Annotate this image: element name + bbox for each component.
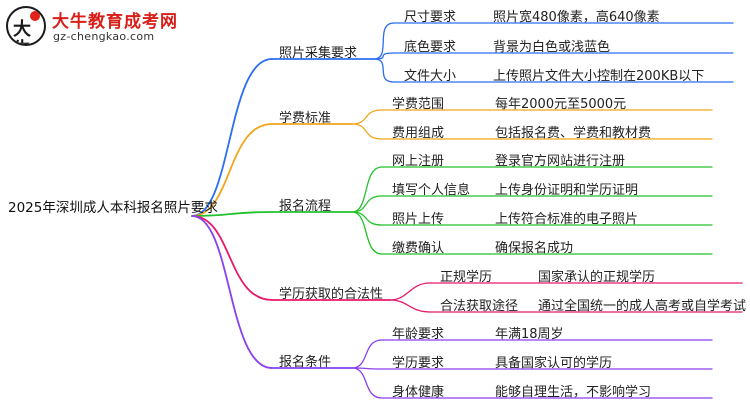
logo-badge-icon: 大牛: [6, 6, 46, 46]
child-label-4-2: 合法获取途径: [440, 299, 519, 314]
child-detail-1-1: 照片宽480像素，高640像素: [493, 10, 660, 25]
branch-connector-5: [191, 215, 273, 369]
child-connector-1-3: [373, 58, 395, 83]
child-label-3-4: 缴费确认: [392, 241, 445, 256]
branch-connector-3: [191, 211, 273, 217]
child-label-3-2: 填写个人信息: [392, 183, 471, 198]
child-connector-3-4: [351, 211, 383, 255]
site-logo: 大牛 大牛教育成考网 gz-chengkao.com: [6, 6, 196, 50]
child-label-1-2: 底色要求: [404, 40, 457, 55]
child-connector-3-1: [351, 166, 383, 213]
child-connector-1-1: [373, 22, 395, 60]
child-connector-3-3: [351, 211, 383, 226]
branch-label-5: 报名条件: [279, 355, 332, 370]
child-detail-2-1: 每年2000元至5000元: [495, 97, 627, 112]
branch-label-4: 学历获取的合法性: [279, 287, 384, 302]
child-label-1-3: 文件大小: [404, 69, 457, 84]
child-detail-3-4: 确保报名成功: [495, 241, 574, 256]
child-connector-4-1: [389, 282, 431, 301]
logo-title: 大牛教育成考网: [52, 12, 178, 32]
child-detail-2-2: 包括报名费、学费和教材费: [495, 126, 652, 141]
root-topic: 2025年深圳成人本科报名照片要求: [8, 200, 218, 216]
child-label-3-3: 照片上传: [392, 212, 445, 227]
child-label-5-1: 年龄要求: [392, 327, 445, 342]
child-connector-3-2: [351, 195, 383, 213]
logo-red-dot: [30, 11, 40, 21]
child-detail-3-2: 上传身份证明和学历证明: [495, 183, 639, 198]
child-detail-4-1: 国家承认的正规学历: [538, 270, 656, 285]
child-label-2-2: 费用组成: [392, 126, 445, 141]
child-label-2-1: 学费范围: [392, 97, 445, 112]
logo-glyph: 大牛: [13, 19, 31, 45]
logo-url: gz-chengkao.com: [53, 30, 155, 43]
child-label-1-1: 尺寸要求: [404, 10, 457, 25]
child-detail-4-2: 通过全国统一的成人高考或自学考试: [538, 299, 747, 314]
child-detail-3-1: 登录官方网站进行注册: [495, 154, 626, 169]
child-detail-5-1: 年满18周岁: [495, 327, 564, 342]
child-detail-3-3: 上传符合标准的电子照片: [495, 212, 639, 227]
child-detail-5-3: 能够自理生活，不影响学习: [495, 385, 652, 400]
branch-label-3: 报名流程: [279, 199, 332, 214]
child-label-5-2: 学历要求: [392, 356, 445, 371]
child-label-5-3: 身体健康: [392, 385, 445, 400]
branch-connector-1: [191, 58, 273, 217]
child-detail-1-2: 背景为白色或浅蓝色: [493, 40, 611, 55]
child-detail-5-2: 具备国家认可的学历: [495, 356, 613, 371]
child-connector-5-3: [351, 367, 383, 399]
branch-connector-2: [191, 123, 273, 217]
branch-label-1: 照片采集要求: [279, 46, 358, 61]
child-label-4-1: 正规学历: [440, 270, 493, 285]
child-connector-2-2: [351, 123, 383, 140]
child-connector-4-2: [389, 299, 431, 313]
child-connector-2-1: [351, 109, 383, 125]
branch-connector-4: [191, 215, 273, 301]
child-connector-5-1: [351, 339, 383, 369]
child-label-3-1: 网上注册: [392, 154, 445, 169]
child-detail-1-3: 上传照片文件大小控制在200KB以下: [493, 69, 705, 84]
branch-label-2: 学费标准: [279, 111, 332, 126]
